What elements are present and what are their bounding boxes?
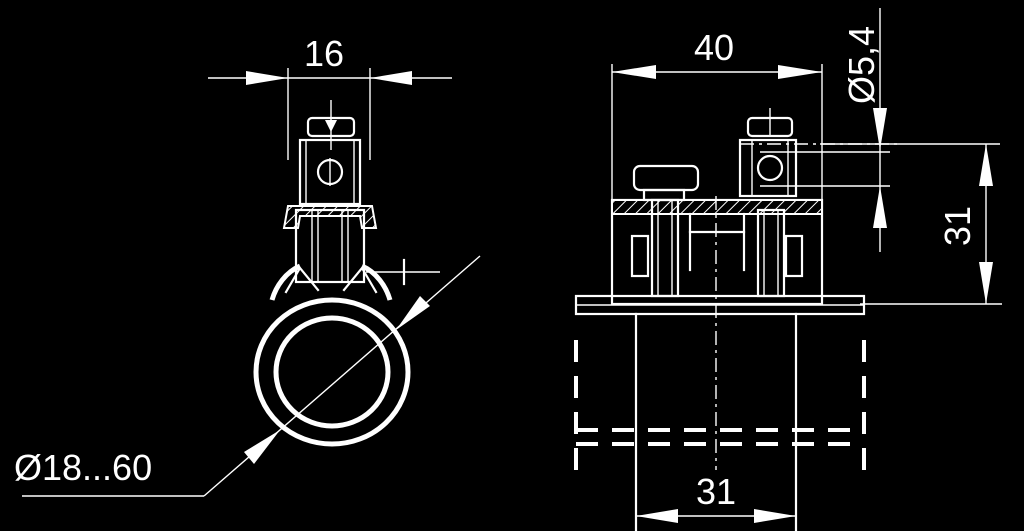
dimension-label-40: 40 (694, 27, 734, 68)
dimension-hole-diameter: Ø5,4 (841, 8, 887, 252)
tube-front-dashed (574, 312, 866, 531)
strap-right (360, 263, 393, 301)
dimension-bottom-width: 31 (636, 471, 796, 523)
tube-inner (273, 315, 391, 429)
dimension-label-16: 16 (304, 33, 344, 74)
clamp-saddle-hatched (282, 205, 378, 229)
side-view: 16 Ø (14, 33, 481, 497)
clamp-body (610, 198, 824, 306)
strap-left (269, 263, 302, 301)
dimension-label-hole-diameter: Ø5,4 (841, 26, 882, 104)
screw-left-head (632, 164, 700, 192)
tube-outer (253, 297, 411, 447)
dimension-label-31-bottom: 31 (696, 471, 736, 512)
screw-right-shaft (756, 208, 786, 298)
dimension-label-31-right: 31 (937, 206, 978, 246)
dimension-tube-diameter: Ø18...60 (14, 255, 481, 497)
screw-right-block (738, 138, 798, 198)
dimension-right-width: 40 (611, 27, 823, 200)
dimension-right-height: 31 (820, 143, 1002, 305)
front-view: 40 Ø5,4 31 (574, 8, 1002, 531)
dimension-label-tube-diameter: Ø18...60 (14, 447, 152, 488)
clamp-block-upper (298, 138, 362, 206)
dimension-left-width: 16 (208, 33, 452, 160)
